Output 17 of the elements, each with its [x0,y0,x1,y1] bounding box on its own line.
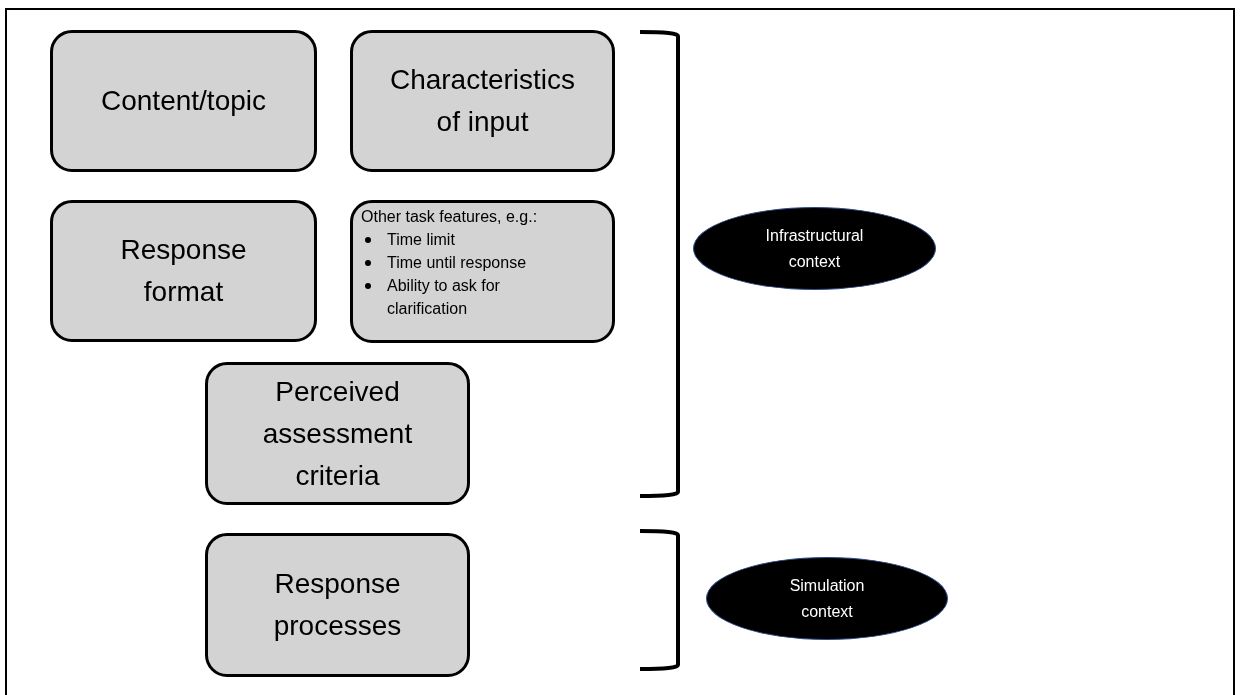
rounded-box [350,200,615,343]
list-item: Time until response [387,253,528,273]
rounded-box [205,533,470,677]
rounded-box [50,30,317,172]
ellipse-label: Simulation context [788,575,866,622]
list-heading: Other task features, e.g.: [361,207,539,227]
ellipse-label: Infrastructural context [764,225,865,272]
box-label: Characteristics of input [388,63,577,139]
list-item: Ability to ask for clarification [387,276,501,319]
rounded-box [205,362,470,505]
rounded-box [50,200,317,342]
box-label: Content/topic [101,84,266,118]
box-label: Perceived assessment criteria [261,374,414,493]
rounded-box [350,30,615,172]
box-label: Response processes [272,567,403,643]
list-item: Time limit [387,230,456,250]
box-label: Response format [119,233,248,309]
